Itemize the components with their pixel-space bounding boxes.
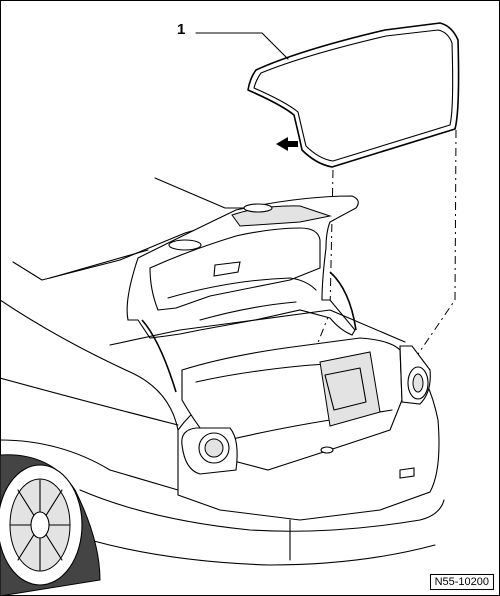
roof-edge xyxy=(154,177,261,209)
open-trunk-lid xyxy=(126,195,359,339)
tail-light-left xyxy=(181,427,238,475)
figure-reference-code: N55-10200 xyxy=(429,574,494,590)
rear-wheel xyxy=(0,454,101,596)
projection-line xyxy=(413,129,457,361)
right-hinge-strut xyxy=(329,271,357,331)
projection-line xyxy=(329,169,334,313)
left-hinge-strut xyxy=(141,319,177,393)
callout-leader-line xyxy=(195,32,289,60)
trunk-lid-seal-icon xyxy=(247,22,460,168)
tail-light-right xyxy=(399,345,431,405)
reflector xyxy=(399,467,415,479)
rear-window-inner xyxy=(49,249,149,279)
trunk-cargo-area xyxy=(181,337,403,471)
installation-direction-arrow-icon xyxy=(276,137,298,151)
callout-label: 1 xyxy=(177,21,186,38)
